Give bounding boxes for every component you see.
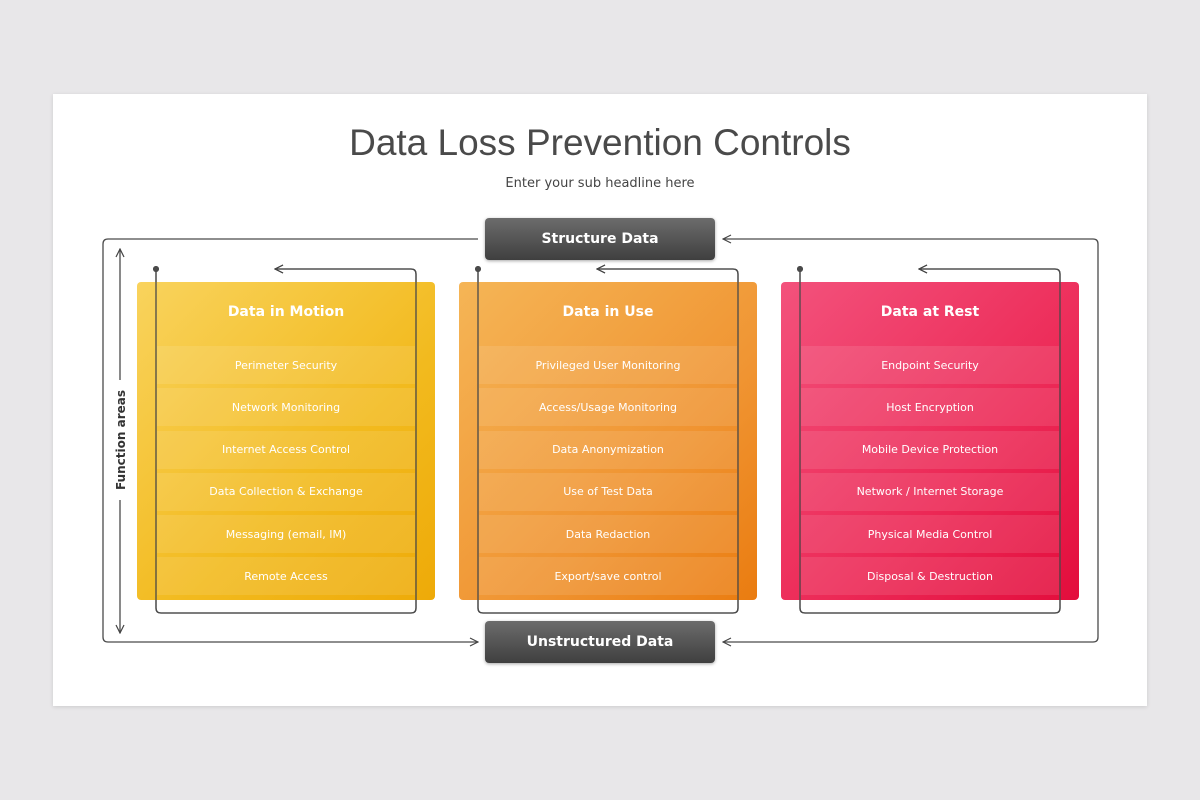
list-item: Use of Test Data: [479, 472, 737, 511]
list-item: Disposal & Destruction: [801, 557, 1059, 596]
list-item: Physical Media Control: [801, 515, 1059, 554]
list-item: Messaging (email, IM): [157, 515, 415, 554]
rest-loop-dot: [797, 266, 803, 272]
list-item: Data Collection & Exchange: [157, 472, 415, 511]
card-title: Data in Use: [562, 304, 654, 320]
list-item: Export/save control: [479, 557, 737, 596]
outer-left-connector: [102, 238, 478, 642]
list-item: Data Redaction: [479, 515, 737, 554]
card-data-at-rest: Data at Rest Endpoint Security Host Encr…: [781, 282, 1079, 600]
list-item: Endpoint Security: [801, 346, 1059, 384]
card-data-in-motion: Data in Motion Perimeter Security Networ…: [137, 282, 435, 600]
list-item: Privileged User Monitoring: [479, 346, 737, 384]
card-data-in-use: Data in Use Privileged User Monitoring A…: [459, 282, 757, 600]
list-item: Network Monitoring: [157, 388, 415, 427]
list-item: Access/Usage Monitoring: [479, 388, 737, 427]
list-item: Host Encryption: [801, 388, 1059, 427]
list-item: Network / Internet Storage: [801, 472, 1059, 511]
list-item: Internet Access Control: [157, 430, 415, 469]
unstructured-data-box: Unstructured Data: [485, 621, 715, 663]
outer-right-top-connector: [723, 239, 1099, 245]
motion-loop-dot: [153, 266, 159, 272]
outer-right-bottom-connector: [723, 244, 1099, 642]
list-item: Remote Access: [157, 557, 415, 596]
list-item: Perimeter Security: [157, 346, 415, 384]
card-title: Data at Rest: [880, 304, 980, 320]
list-item: Data Anonymization: [479, 430, 737, 469]
function-areas-label: Function areas: [112, 383, 130, 497]
list-item: Mobile Device Protection: [801, 430, 1059, 469]
card-title: Data in Motion: [227, 304, 345, 320]
page-title: Data Loss Prevention Controls: [349, 122, 851, 163]
use-loop-dot: [475, 266, 481, 272]
structure-data-box: Structure Data: [485, 218, 715, 260]
page-subtitle: Enter your sub headline here: [505, 176, 695, 191]
